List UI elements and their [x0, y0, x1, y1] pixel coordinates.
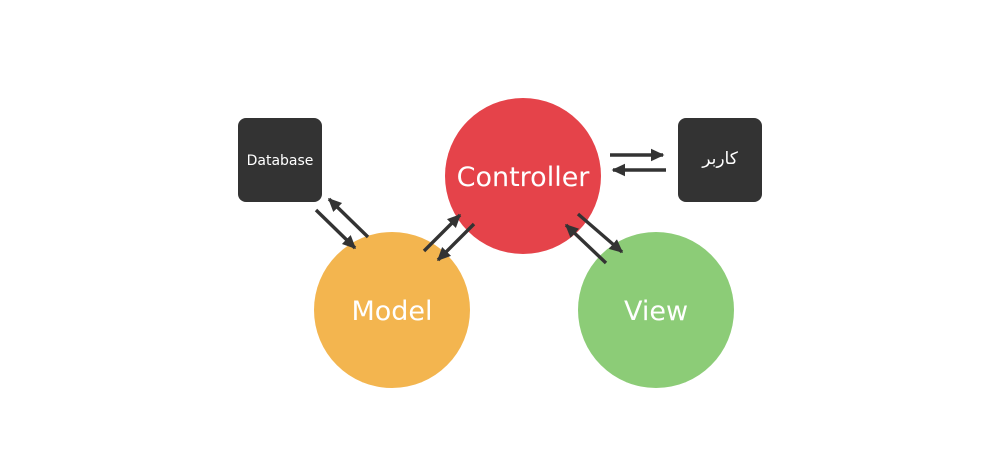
view-circle [578, 232, 734, 388]
controller-node: Controller [445, 98, 601, 254]
arrow-controller-to-model [436, 222, 476, 262]
model-node: Model [314, 232, 470, 388]
arrow-model-to-database [327, 197, 370, 239]
database-node: Database [238, 118, 322, 202]
arrow-database-to-model [314, 208, 357, 250]
user-node: کاربر [678, 118, 762, 202]
model-circle [314, 232, 470, 388]
arrow-model-to-controller [422, 213, 462, 253]
view-label: View [624, 296, 688, 327]
view-node: View [578, 232, 734, 388]
arrow-controller-to-view [576, 212, 624, 254]
database-label: Database [247, 153, 314, 169]
database-box [238, 118, 322, 202]
user-label: کاربر [701, 149, 739, 169]
model-label: Model [351, 296, 432, 327]
controller-label: Controller [457, 162, 591, 193]
arrow-view-to-controller [564, 223, 608, 265]
user-box [678, 118, 762, 202]
controller-circle [445, 98, 601, 254]
